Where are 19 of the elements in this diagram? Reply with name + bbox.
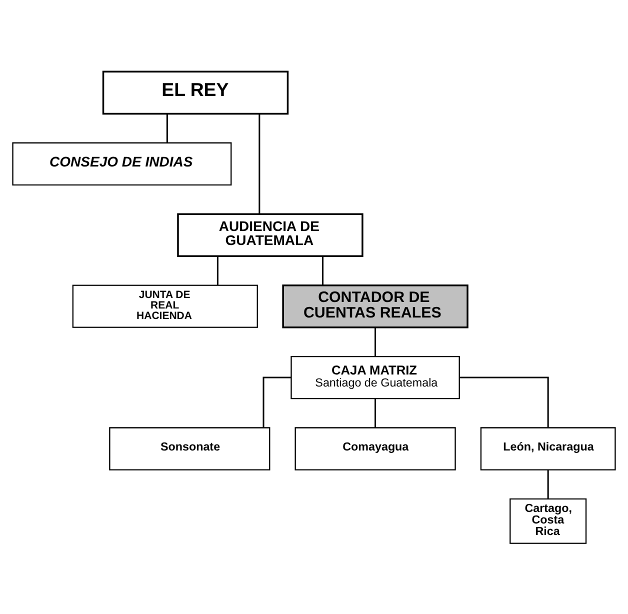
connector xyxy=(547,470,549,498)
node-box: CONTADOR DE CUENTAS REALES xyxy=(282,284,468,328)
connector xyxy=(258,113,260,214)
connector xyxy=(262,376,292,427)
node-box: Cartago, Costa Rica xyxy=(510,498,587,544)
connector xyxy=(322,256,324,284)
node-box: León, Nicaragua xyxy=(480,426,616,470)
connector xyxy=(166,114,168,142)
node-box: CAJA MATRIZ Santiago de Guatemala xyxy=(290,355,460,399)
connector xyxy=(374,327,376,356)
node-box: EL REY xyxy=(102,70,289,114)
node-box: CONSEJO DE INDIAS xyxy=(12,142,232,185)
node-box: AUDIENCIA DE GUATEMALA xyxy=(177,212,364,256)
node-box: JUNTA DE REAL HACIENDA xyxy=(72,284,258,328)
node-box: Comayagua xyxy=(294,426,456,470)
connector xyxy=(374,398,376,427)
connector xyxy=(216,256,218,284)
node-box: Sonsonate xyxy=(109,426,270,470)
connector xyxy=(460,376,549,427)
